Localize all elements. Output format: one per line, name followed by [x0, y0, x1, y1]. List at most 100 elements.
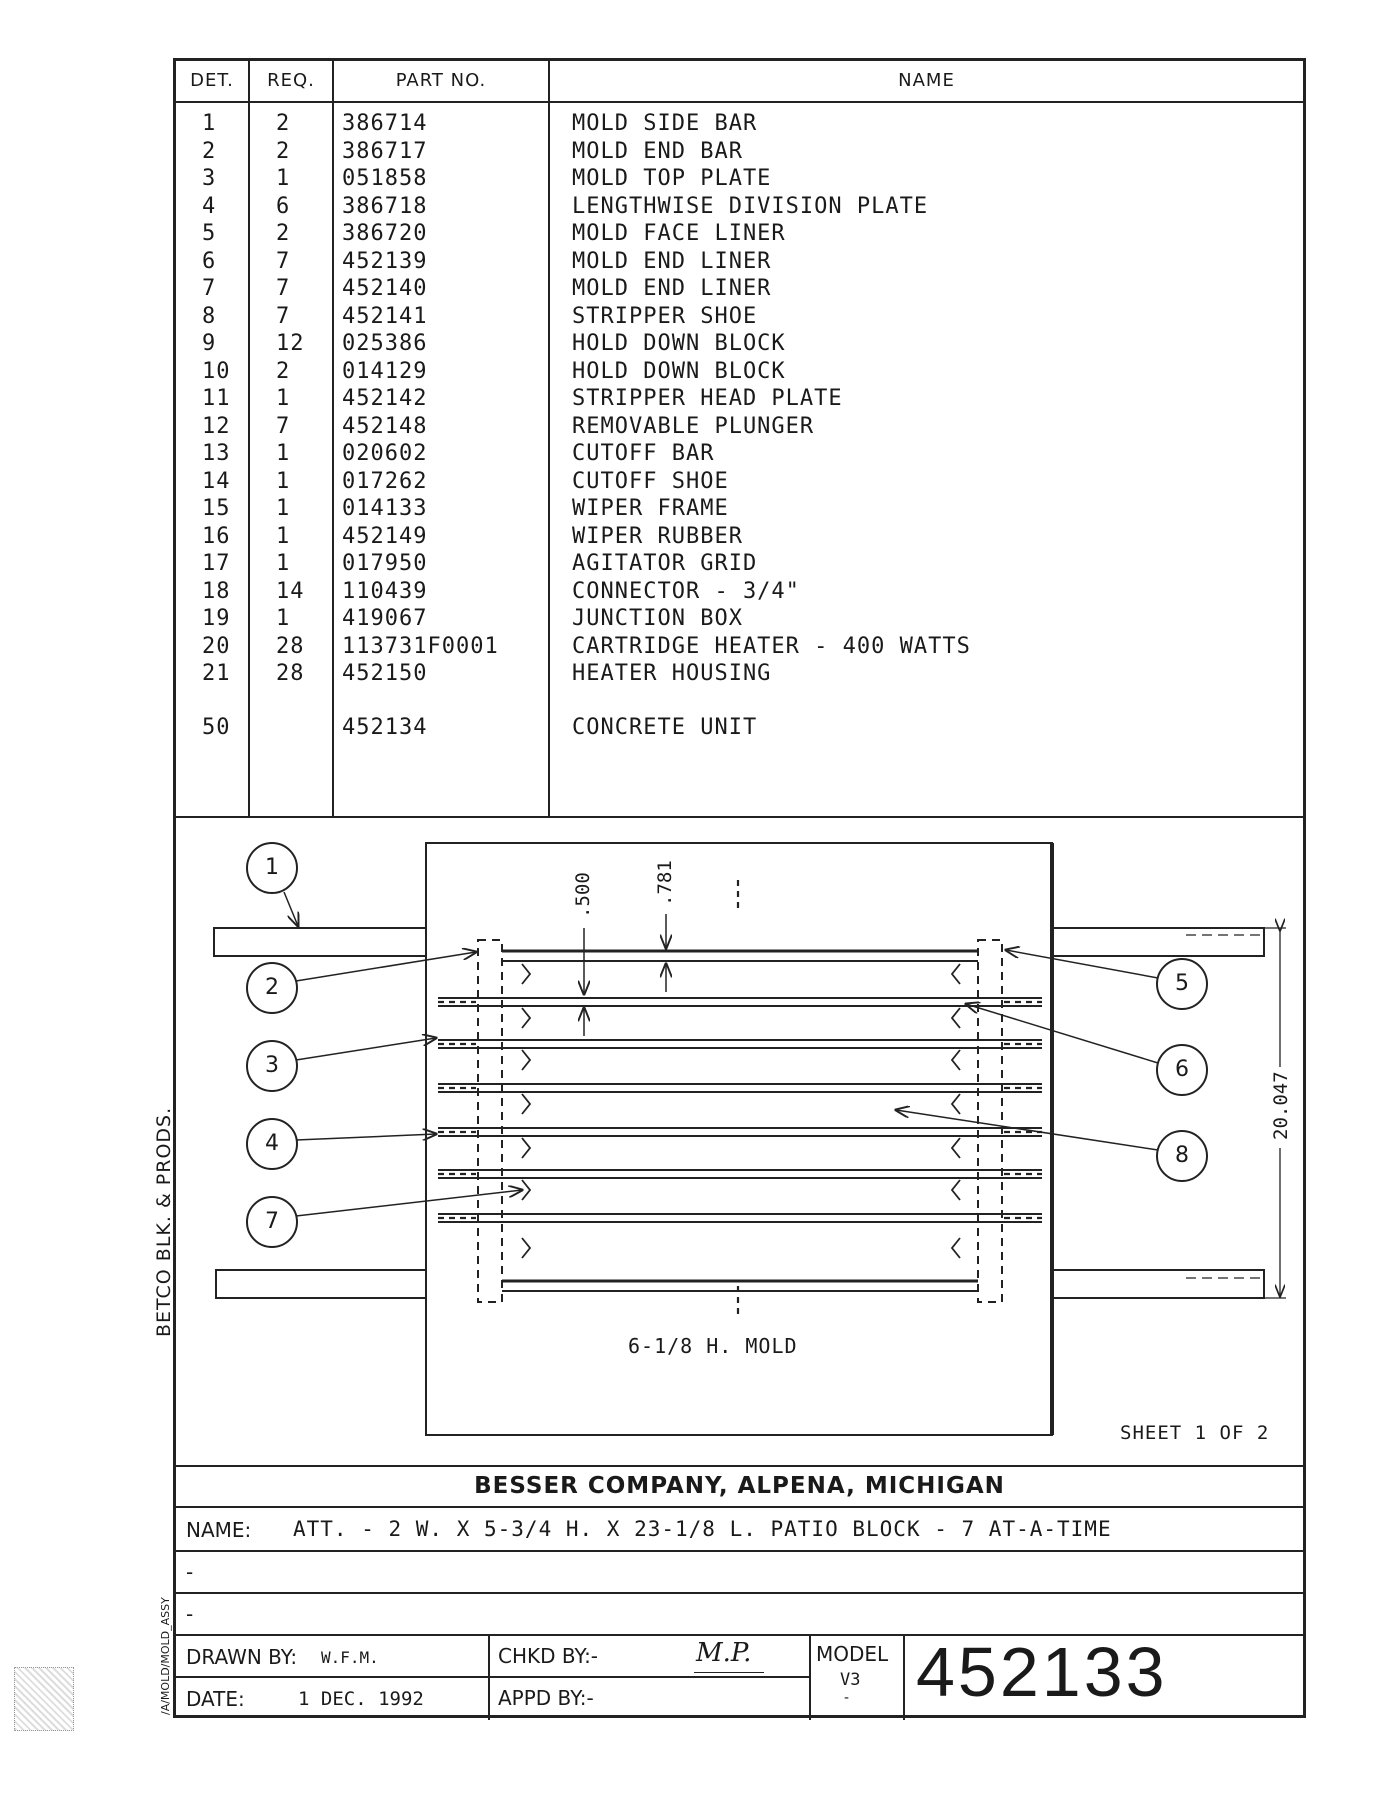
name-cell: MOLD TOP PLATE — [572, 166, 772, 191]
name-cell: CARTRIDGE HEATER - 400 WATTS — [572, 633, 971, 659]
mold-plan-view — [176, 842, 1303, 1467]
part-cell: 386714 — [342, 111, 428, 136]
part-cell: 452134 — [342, 715, 428, 740]
part-cell: 113731F0001 — [342, 633, 499, 659]
stamp-mark — [14, 1667, 74, 1731]
name-cell: STRIPPER HEAD PLATE — [572, 386, 843, 411]
name-cell: WIPER RUBBER — [572, 523, 743, 549]
part-cell: 452150 — [342, 661, 428, 686]
mold-end-liners — [521, 963, 961, 1259]
date-value: 1 DEC. 1992 — [298, 1688, 424, 1710]
callout-number: 6 — [1175, 1057, 1189, 1082]
req-cell: 1 — [276, 441, 291, 466]
blank-line: - — [186, 1602, 194, 1626]
model-value: V3 — [840, 1670, 861, 1690]
name-cell: CONNECTOR - 3/4" — [572, 578, 800, 604]
part-cell: 051858 — [342, 166, 428, 191]
checked-by-signature: M.P. — [696, 1638, 752, 1668]
req-cell: 1 — [276, 386, 291, 411]
name-cell: REMOVABLE PLUNGER — [572, 413, 815, 439]
part-cell: 419067 — [342, 606, 428, 631]
req-cell: 14 — [276, 578, 305, 604]
bom-row: 19 1 419067 JUNCTION BOX — [176, 606, 1303, 634]
part-cell: 386718 — [342, 193, 428, 219]
det-cell: 11 — [202, 386, 231, 411]
part-cell: 017950 — [342, 551, 428, 576]
drawing-number: 452133 — [916, 1633, 1168, 1711]
part-cell: 452148 — [342, 413, 428, 439]
name-cell: STRIPPER SHOE — [572, 303, 758, 329]
req-cell: 12 — [276, 331, 305, 356]
det-cell: 8 — [202, 303, 217, 329]
bom-row: 13 1 020602 CUTOFF BAR — [176, 441, 1303, 469]
title-blank-row: - — [176, 1550, 1303, 1592]
bom-column-divider — [548, 61, 550, 818]
req-cell: 2 — [276, 358, 291, 384]
det-cell: 15 — [202, 496, 231, 521]
req-cell: 1 — [276, 606, 291, 631]
side-label: BETCO BLK. & PRODS. — [153, 1106, 175, 1337]
req-cell: 28 — [276, 661, 305, 686]
part-cell: 014133 — [342, 496, 428, 521]
mold-side-bar — [213, 927, 427, 957]
det-cell: 12 — [202, 413, 231, 439]
det-cell: 18 — [202, 578, 231, 604]
callout-number: 2 — [265, 975, 279, 1000]
name-cell: CUTOFF BAR — [572, 441, 715, 466]
det-cell: 20 — [202, 633, 231, 659]
dimension-label: .500 — [572, 872, 594, 918]
part-cell: 452149 — [342, 523, 428, 549]
callout-number: 7 — [265, 1209, 279, 1234]
part-cell: 452140 — [342, 276, 428, 301]
sheet-label: SHEET 1 OF 2 — [1120, 1422, 1270, 1444]
callout-number: 3 — [265, 1053, 279, 1078]
mold-label: 6-1/8 H. MOLD — [628, 1334, 798, 1358]
req-cell: 2 — [276, 138, 291, 164]
det-cell: 21 — [202, 661, 231, 686]
name-cell: CUTOFF SHOE — [572, 468, 729, 494]
drawing-title: ATT. - 2 W. X 5-3/4 H. X 23-1/8 L. PATIO… — [293, 1517, 1112, 1541]
part-cell: 110439 — [342, 578, 428, 604]
req-cell: 2 — [276, 111, 291, 136]
req-cell: 6 — [276, 193, 291, 219]
req-cell: 1 — [276, 166, 291, 191]
callout-number: 8 — [1175, 1143, 1189, 1168]
det-cell: 13 — [202, 441, 231, 466]
model-label: MODEL — [816, 1642, 889, 1666]
req-cell: 2 — [276, 221, 291, 246]
name-cell: MOLD END LINER — [572, 248, 772, 274]
bom-header-det: DET. — [190, 70, 234, 91]
name-cell: MOLD FACE LINER — [572, 221, 786, 246]
file-path-label: /A/MOLD/MOLD_ASSY — [159, 1597, 172, 1715]
name-cell: CONCRETE UNIT — [572, 715, 758, 740]
name-cell: JUNCTION BOX — [572, 606, 743, 631]
part-cell: 020602 — [342, 441, 428, 466]
part-cell: 017262 — [342, 468, 428, 494]
name-cell: HOLD DOWN BLOCK — [572, 331, 786, 356]
det-cell: 19 — [202, 606, 231, 631]
drawn-by-value: W.F.M. — [321, 1648, 379, 1667]
name-cell: WIPER FRAME — [572, 496, 729, 521]
req-cell: 7 — [276, 276, 291, 301]
det-cell: 1 — [202, 111, 217, 136]
bom-column-divider — [248, 61, 250, 818]
det-cell: 6 — [202, 248, 217, 274]
det-cell: 16 — [202, 523, 231, 549]
bom-row: 15 1 014133 WIPER FRAME — [176, 496, 1303, 524]
req-cell: 1 — [276, 496, 291, 521]
bom-header-part: PART NO. — [395, 70, 487, 91]
req-cell: 7 — [276, 413, 291, 439]
det-cell: 3 — [202, 166, 217, 191]
req-cell: 1 — [276, 468, 291, 494]
mold-side-bar — [215, 1269, 427, 1299]
